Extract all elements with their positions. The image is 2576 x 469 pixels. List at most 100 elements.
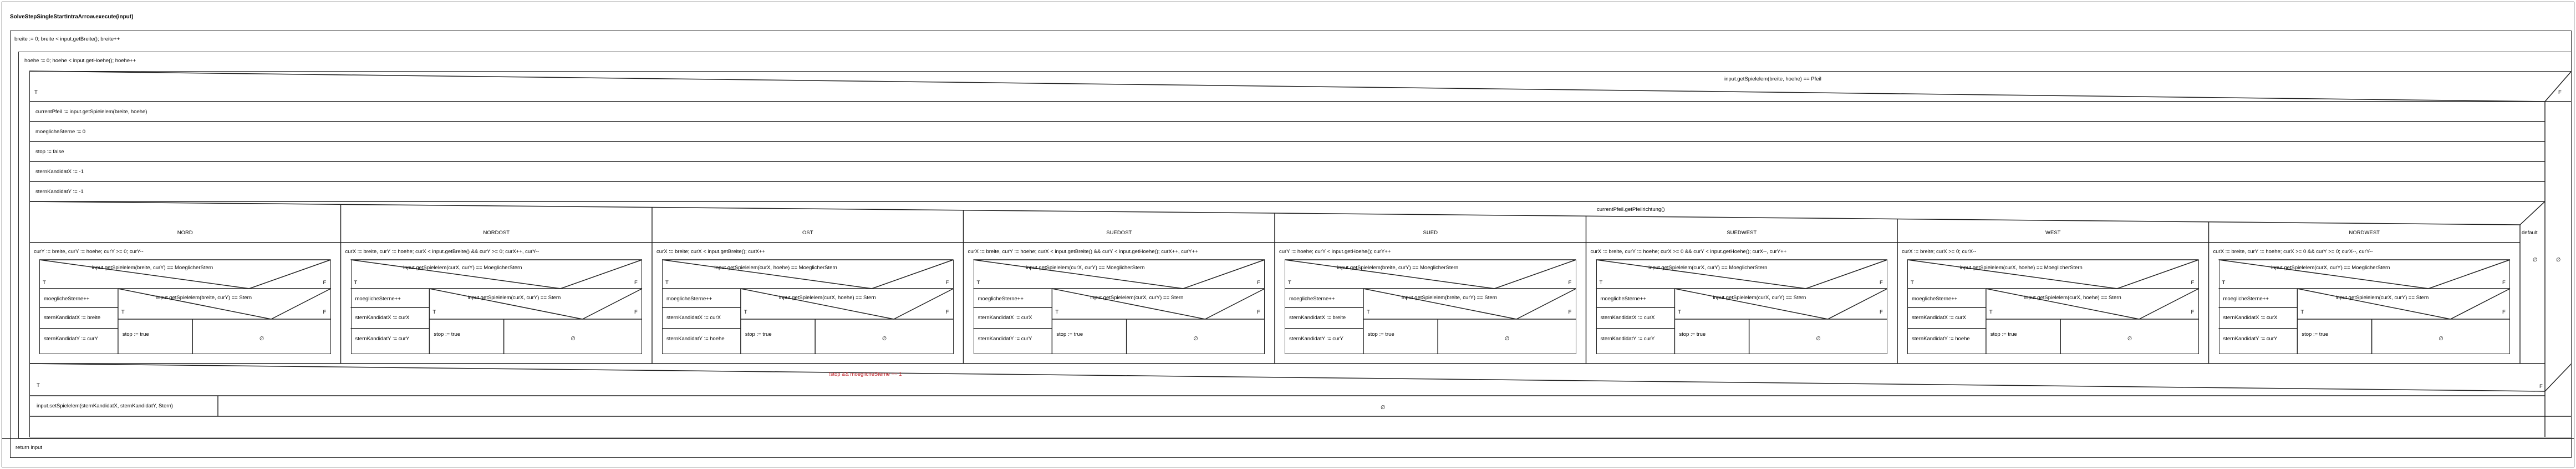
- if2-diagonal-left-sued: [1363, 288, 1517, 320]
- if1-diagonal-left-nord: [39, 259, 250, 289]
- if2-cond-suedost: input.getSpielelem(curX, curY) == Stern: [1090, 295, 1184, 301]
- if-pfeil-false-empty: ∅: [2556, 257, 2561, 263]
- if2-cond-nordost: input.getSpielelem(curX, curY) == Stern: [467, 295, 561, 301]
- switch-label: currentPfeil.getPfeilrichtung(): [1597, 206, 1665, 213]
- stmt-set-y-sued: sternKandidatY := curY: [1289, 336, 1343, 342]
- case-inner-suedwest: [1596, 260, 1887, 354]
- stmt-set-y-nord: sternKandidatY := curY: [44, 336, 98, 342]
- stmt-moegliche: moeglicheSterne := 0: [35, 129, 86, 135]
- case-loop-nord: curY := breite, curY := hoehe; curY >= 0…: [34, 249, 144, 255]
- if2-diagonal-right-sued: [1516, 288, 1576, 320]
- if2-empty-west: ∅: [2127, 336, 2132, 342]
- if1-true-nord: T: [43, 280, 46, 286]
- if2-cond-suedwest: input.getSpielelem(curX, curY) == Stern: [1713, 295, 1806, 301]
- if1-false-nordwest: F: [2502, 280, 2506, 286]
- if-final-empty: ∅: [1381, 405, 1386, 411]
- if1-diagonal-left-nordost: [350, 259, 561, 289]
- stmt-set-x-ost: sternKandidatX := curX: [666, 315, 721, 321]
- stmt-inc-suedost: moeglicheSterne++: [978, 296, 1024, 302]
- if-pfeil: [29, 71, 2572, 437]
- if1-cond-suedost: input.getSpielelem(curX, curY) == Moegli…: [1026, 265, 1145, 271]
- if2-diagonal-right-ost: [893, 288, 954, 320]
- if1-false-sued: F: [1568, 280, 1572, 286]
- stmt-set-y-suedost: sternKandidatY := curY: [978, 336, 1032, 342]
- case-inner-nord: [39, 260, 331, 354]
- stmt-set-x-suedwest: sternKandidatX := curX: [1600, 315, 1655, 321]
- stmt-stop-sued: stop := true: [1367, 331, 1394, 337]
- case-label-west: WEST: [2045, 230, 2061, 236]
- case-inner-west: [1907, 260, 2199, 354]
- if2-empty-nordost: ∅: [571, 336, 576, 342]
- stmt-set-x-nordost: sternKandidatX := curX: [355, 315, 410, 321]
- if-final-true-label: T: [37, 382, 40, 389]
- if2-diagonal-right-west: [2139, 288, 2199, 320]
- case-label-ost: OST: [802, 230, 813, 236]
- case-loop-west: curX := breite; curX >= 0; curX--: [1902, 249, 1977, 255]
- loop-hoehe-label: hoehe := 0; hoehe < input.getHoehe(); ho…: [24, 58, 136, 64]
- diagram-title: SolveStepSingleStartIntraArrow.execute(i…: [10, 14, 134, 20]
- if-final-diagonal-right: [2544, 363, 2572, 392]
- if-pfeil-false-label: F: [2558, 89, 2562, 95]
- stmt-set-y-west: sternKandidatY := hoehe: [1912, 336, 1970, 342]
- stmt-inc-west: moeglicheSterne++: [1912, 296, 1958, 302]
- if2-false-nord: F: [323, 309, 327, 315]
- if1-true-suedwest: T: [1599, 280, 1603, 286]
- case-loop-nordost: curX := breite, curY := hoehe; curX < in…: [345, 249, 539, 255]
- if1-diagonal-left-ost: [661, 259, 872, 289]
- if-pfeil-diagonal-right: [2544, 70, 2572, 102]
- if2-empty-ost: ∅: [882, 336, 887, 342]
- if1-cond-nordwest: input.getSpielelem(curX, curY) == Moegli…: [2271, 265, 2390, 271]
- if1-false-suedost: F: [1257, 280, 1260, 286]
- case-loop-sued: curY := hoehe; curY < input.getHoehe(); …: [1279, 249, 1391, 255]
- if2-empty-nordwest: ∅: [2438, 336, 2443, 342]
- case-loop-suedost: curX := breite, curY := hoehe; curX < in…: [968, 249, 1198, 255]
- case-inner-nordost: [350, 260, 642, 354]
- if2-empty-sued: ∅: [1504, 336, 1510, 342]
- stmt-stop-ost: stop := true: [745, 331, 772, 337]
- case-inner-suedost: [973, 260, 1265, 354]
- if2-cond-nordwest: input.getSpielelem(curX, curY) == Stern: [2335, 295, 2429, 301]
- if2-diagonal-left-west: [1986, 288, 2140, 320]
- case-label-sued: SUED: [1423, 230, 1438, 236]
- stmt-set-y-nordost: sternKandidatY := curY: [355, 336, 410, 342]
- stmt-current: currentPfeil := input.getSpielelem(breit…: [35, 109, 147, 115]
- if2-cond-ost: input.getSpielelem(curX, hoehe) == Stern: [778, 295, 876, 301]
- if1-diagonal-left-sued: [1284, 259, 1495, 289]
- if2-empty-suedost: ∅: [1193, 336, 1198, 342]
- if2-diagonal-left-suedwest: [1674, 288, 1828, 320]
- if1-true-ost: T: [665, 280, 669, 286]
- if2-false-ost: F: [945, 309, 949, 315]
- stmt-stop-nordost: stop := true: [434, 331, 461, 337]
- if1-true-nordost: T: [354, 280, 358, 286]
- if2-diagonal-left-suedost: [1052, 288, 1205, 320]
- if2-diagonal-left-nordwest: [2297, 288, 2451, 320]
- stmt-inc-ost: moeglicheSterne++: [666, 296, 712, 302]
- if2-false-west: F: [2191, 309, 2195, 315]
- if2-false-suedwest: F: [1880, 309, 1883, 315]
- stmt-inc-nord: moeglicheSterne++: [44, 296, 90, 302]
- case-loop-ost: curX := breite; curX < input.getBreite()…: [656, 249, 765, 255]
- if1-cond-suedwest: input.getSpielelem(curX, curY) == Moegli…: [1648, 265, 1768, 271]
- if1-cond-ost: input.getSpielelem(curX, hoehe) == Moegl…: [714, 265, 837, 271]
- if1-true-suedost: T: [976, 280, 980, 286]
- stmt-inc-nordwest: moeglicheSterne++: [2223, 296, 2269, 302]
- case-label-suedwest: SUEDWEST: [1727, 230, 1757, 236]
- if1-true-sued: T: [1288, 280, 1291, 286]
- if-pfeil-diagonal-left: [29, 70, 2546, 102]
- stmt-set-x-nordwest: sternKandidatX := curX: [2223, 315, 2278, 321]
- if1-false-nord: F: [323, 280, 327, 286]
- if1-cond-nord: input.getSpielelem(breite, curY) == Moeg…: [91, 265, 213, 271]
- stmt-stern-x: sternKandidatX := -1: [35, 169, 84, 175]
- if2-true-west: T: [1989, 309, 1993, 315]
- if1-cond-sued: input.getSpielelem(breite, curY) == Moeg…: [1337, 265, 1459, 271]
- if-final-diagonal-left: [29, 363, 2546, 392]
- if2-true-nordost: T: [432, 309, 436, 315]
- stmt-stop-suedost: stop := true: [1056, 331, 1083, 337]
- if2-diagonal-right-suedost: [1205, 288, 1265, 320]
- if1-diagonal-right-ost: [872, 259, 954, 289]
- if2-diagonal-right-nord: [271, 288, 331, 320]
- if2-diagonal-left-ost: [740, 288, 894, 320]
- if1-diagonal-left-nordwest: [2218, 259, 2429, 289]
- if2-true-suedwest: T: [1678, 309, 1682, 315]
